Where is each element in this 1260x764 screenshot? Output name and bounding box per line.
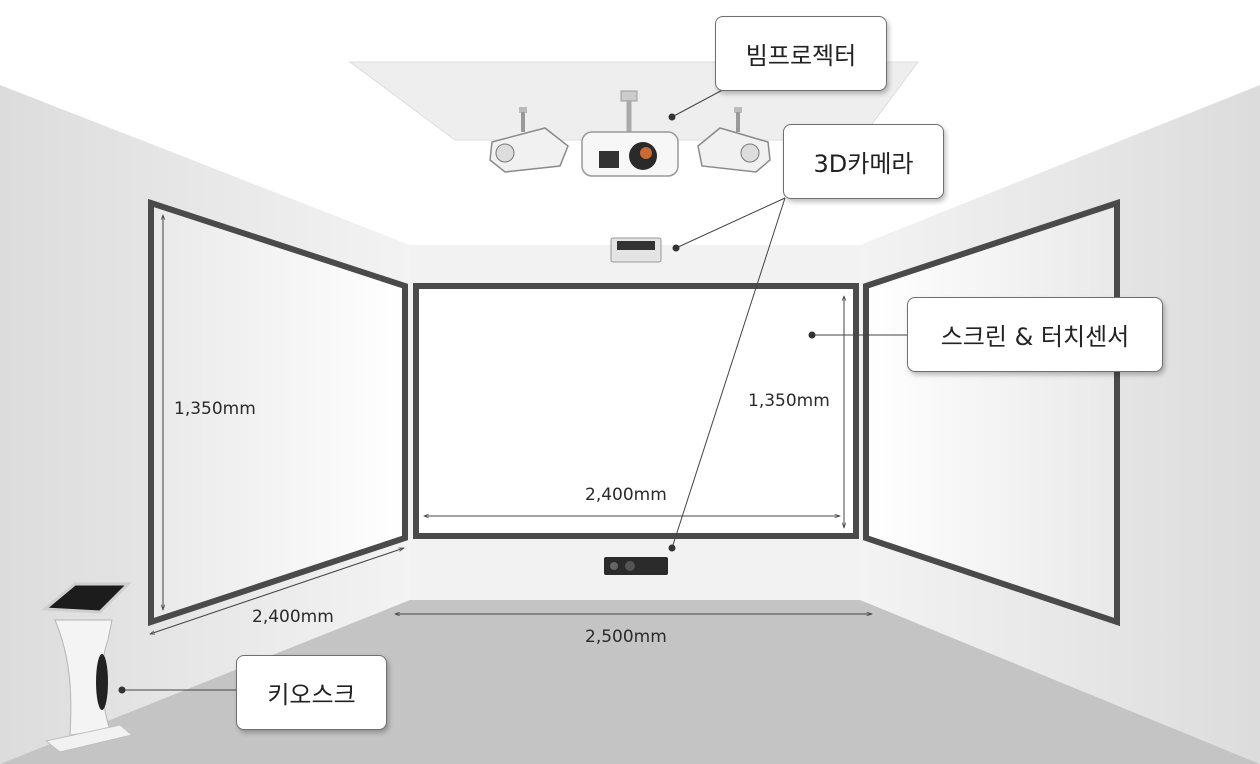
beam-projector-center-icon: [581, 90, 679, 177]
center-width-dimension: 2,400mm: [585, 485, 667, 505]
kiosk-label: 키오스크: [236, 655, 387, 730]
camera-3d-icon: [610, 237, 662, 263]
left-width-dimension: 2,400mm: [252, 607, 334, 627]
floor-width-dimension: 2,500mm: [585, 627, 667, 647]
camera-3d-label: 3D카메라: [783, 124, 944, 199]
screen-touch-sensor-label: 스크린 & 터치센서: [907, 297, 1163, 372]
screen-leader-dot: [808, 331, 816, 339]
sensor-leader: [671, 197, 786, 549]
beam-projector-left-icon: [489, 107, 569, 173]
center-screen: [413, 283, 859, 539]
kiosk-leader-dot: [118, 686, 126, 694]
beam-projector-label: 빔프로젝터: [715, 16, 887, 91]
touch-sensor-icon: [604, 557, 668, 575]
camera-leader-dot: [672, 244, 680, 252]
left-width-dimension-line: [150, 547, 404, 634]
left-screen: [148, 198, 408, 627]
left-height-dimension: 1,350mm: [174, 399, 256, 419]
camera-leader: [675, 197, 786, 249]
sensor-leader-dot: [668, 544, 676, 552]
kiosk-icon: [41, 582, 134, 753]
beam-projector-leader-dot: [668, 113, 676, 121]
beam-projector-right-icon: [697, 107, 771, 173]
center-height-dimension: 1,350mm: [748, 391, 830, 411]
